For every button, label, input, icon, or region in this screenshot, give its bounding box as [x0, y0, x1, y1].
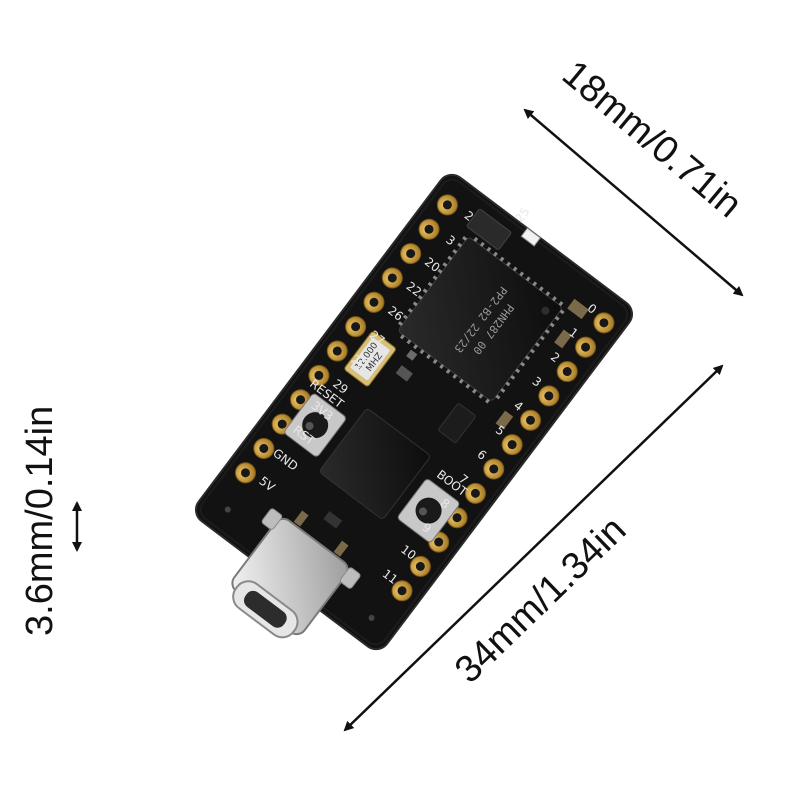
- header-pad-hole: [314, 370, 324, 380]
- header-pad-hole: [424, 224, 434, 234]
- header-pad-hole: [406, 249, 416, 259]
- usb-c-connector: [231, 508, 361, 639]
- header-pad-hole: [296, 395, 306, 405]
- thickness-dimension-label: 3.6mm/0.14in: [19, 406, 61, 636]
- header-pad-hole: [351, 322, 361, 332]
- header-pad-hole: [387, 273, 397, 283]
- header-pad-hole: [599, 318, 609, 328]
- header-pad-hole: [442, 200, 452, 210]
- length-dimension-label: 34mm/1.34in: [447, 509, 634, 692]
- header-pad-hole: [277, 419, 287, 429]
- header-pad-hole: [369, 297, 379, 307]
- width-dimension-label: 18mm/0.71in: [554, 53, 749, 226]
- length-dimension-arrow: [343, 364, 724, 732]
- header-pad-hole: [581, 342, 591, 352]
- header-pad-hole: [259, 443, 269, 453]
- header-pad-hole: [332, 346, 342, 356]
- pcb-board: RESET BOOT 12.000 MHZ PP2-B2 22/23 PHN28…: [194, 173, 634, 651]
- reset-button: [284, 393, 346, 457]
- pin-header-row-top: [234, 194, 458, 484]
- width-dimension-arrow: [523, 108, 744, 297]
- header-pad-hole: [240, 468, 250, 478]
